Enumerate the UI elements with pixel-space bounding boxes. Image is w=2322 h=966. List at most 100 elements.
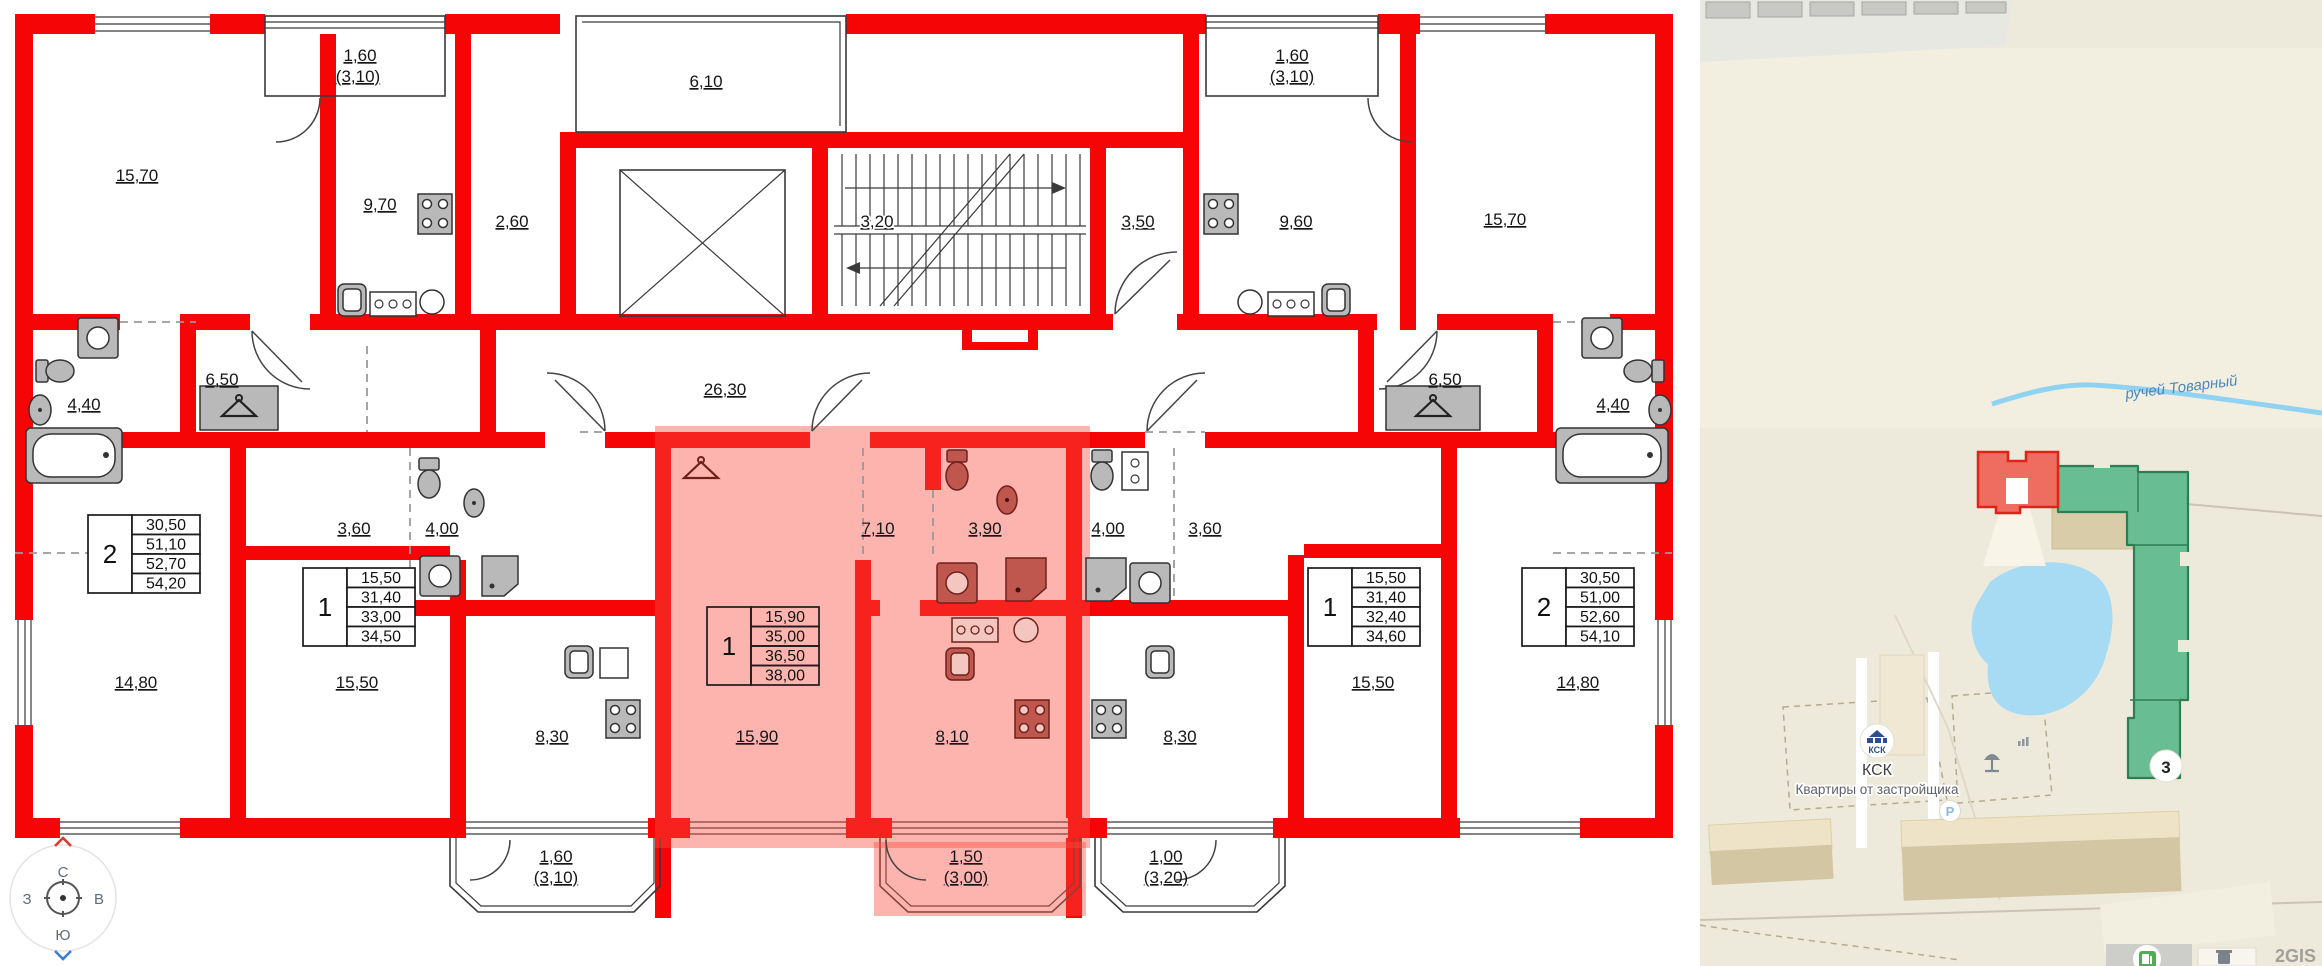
map-buildings-beige[interactable] [1708,654,2275,955]
parking-letter: P [1946,804,1955,819]
washer-icon [77,317,119,359]
shower-icon [1085,557,1127,602]
building-notch [2180,552,2190,566]
developer-name: КСК [1862,762,1893,779]
table-selected-apartment[interactable]: 1 15,90 35,00 36,50 38,00 [706,606,820,686]
area-label: 6,50 [1428,370,1461,389]
kck-logo-icon: КСК [1867,730,1887,755]
table-value: 33,00 [361,609,401,626]
windows [15,14,1673,838]
map-lot [2100,882,2275,955]
basin-icon [419,289,445,315]
area-label: 14,80 [1557,673,1600,692]
selection-beam [1983,506,2046,566]
area-label: 6,10 [689,72,722,91]
compass-west: З [22,891,31,908]
map-panel[interactable]: ручей Товарный [1699,0,2322,966]
area-label: 3,50 [1121,212,1154,231]
area-label: 6,50 [205,370,238,389]
developer-pin[interactable]: КСК КСК Квартиры от застройщика [1794,723,1961,799]
trash-icon[interactable] [2216,950,2232,964]
selected-apartment[interactable] [655,426,1090,916]
balcony-top-left [264,15,446,97]
building-number-badge[interactable]: 3 [2149,749,2183,783]
compass-south: Ю [55,927,70,944]
washer-icon [936,562,978,604]
building-green-complex[interactable] [2056,460,2190,780]
area-label: 15,50 [336,673,379,692]
area-label: 2,60 [495,212,528,231]
toilet-icon [945,449,969,491]
garage-row [1700,0,2012,62]
area-label: 7,10 [861,519,894,538]
table-right-2room: 2 30,50 51,00 52,60 54,10 [1521,567,1635,647]
plan-background [0,0,1700,966]
building-notch [2094,460,2110,468]
table-value: 30,50 [1580,570,1620,587]
area-label: 1,60 [1275,46,1308,65]
counter-icon [599,647,629,679]
table-value: 15,90 [765,609,805,626]
area-labels: 15,70 1,60 (3,10) 9,70 2,60 6,10 3,20 3,… [67,46,1629,887]
map-watermark: 2GIS [2275,946,2316,966]
table-value: 51,00 [1580,590,1620,607]
area-label: 4,00 [1091,519,1124,538]
area-label: 15,50 [1352,673,1395,692]
compass-east: В [94,891,104,908]
area-label: (3,10) [336,67,380,86]
fuel-station-icon[interactable] [2133,945,2161,966]
area-label: 14,80 [115,673,158,692]
area-label: (3,10) [1270,67,1314,86]
building-notch [2178,640,2190,652]
table-value: 54,20 [146,576,186,593]
apartment-tables: 2 30,50 51,10 52,70 54,20 1 15,50 31,40 … [87,514,1635,686]
compass-south-chevron[interactable] [54,950,72,961]
area-label: 1,60 [343,46,376,65]
fountain-icon [1984,754,2000,773]
shower-icon [481,555,519,597]
table-rooms: 1 [1323,592,1337,622]
area-label: 1,60 [539,847,572,866]
area-label: 26,30 [704,380,747,399]
table-value: 34,60 [1366,629,1406,646]
balcony-bottom-right [1094,838,1286,913]
selected-balcony-highlight[interactable] [874,842,1086,916]
developer-subtitle: Квартиры от застройщика [1796,782,1959,797]
building-beige[interactable] [1708,818,1834,886]
kitchen-sink-icon [1321,283,1351,317]
parking-icon[interactable]: P [1939,800,1961,822]
table-value: 52,60 [1580,609,1620,626]
table-value: 32,40 [1366,609,1406,626]
area-label: (3,00) [944,868,988,887]
balcony-top-center [575,15,847,133]
washer-icon [1129,562,1171,604]
table-value: 31,40 [1366,590,1406,607]
building-beige[interactable] [1900,810,2182,901]
table-left-1room: 1 15,50 31,40 33,00 34,50 [302,567,416,647]
table-value: 30,50 [146,517,186,534]
bathtub-icon [1555,427,1669,484]
area-label: 3,20 [860,212,893,231]
area-label: 4,40 [67,395,100,414]
toilet-icon [417,457,441,499]
table-rooms: 1 [722,631,736,661]
balcony-bottom-selected [879,838,1081,913]
stove-icon [1014,699,1050,739]
balcony-top-right [1205,15,1379,97]
table-right-1room: 1 15,50 31,40 32,40 34,60 [1307,567,1421,647]
area-label: 3,60 [1188,519,1221,538]
table-value: 38,00 [765,668,805,685]
area-label: 15,70 [1484,210,1527,229]
stove-icon [1091,699,1127,739]
table-rooms: 1 [318,592,332,622]
area-label: 9,70 [363,195,396,214]
compass-north-chevron[interactable] [54,836,72,847]
washer-icon [1581,317,1623,359]
area-label: 9,60 [1279,212,1312,231]
building-selected[interactable] [1976,450,2060,515]
floor-plan: 2 30,50 51,10 52,70 54,20 1 15,50 31,40 … [0,0,1700,966]
kitchen-sink-icon [1145,645,1175,679]
table-value: 36,50 [765,648,805,665]
